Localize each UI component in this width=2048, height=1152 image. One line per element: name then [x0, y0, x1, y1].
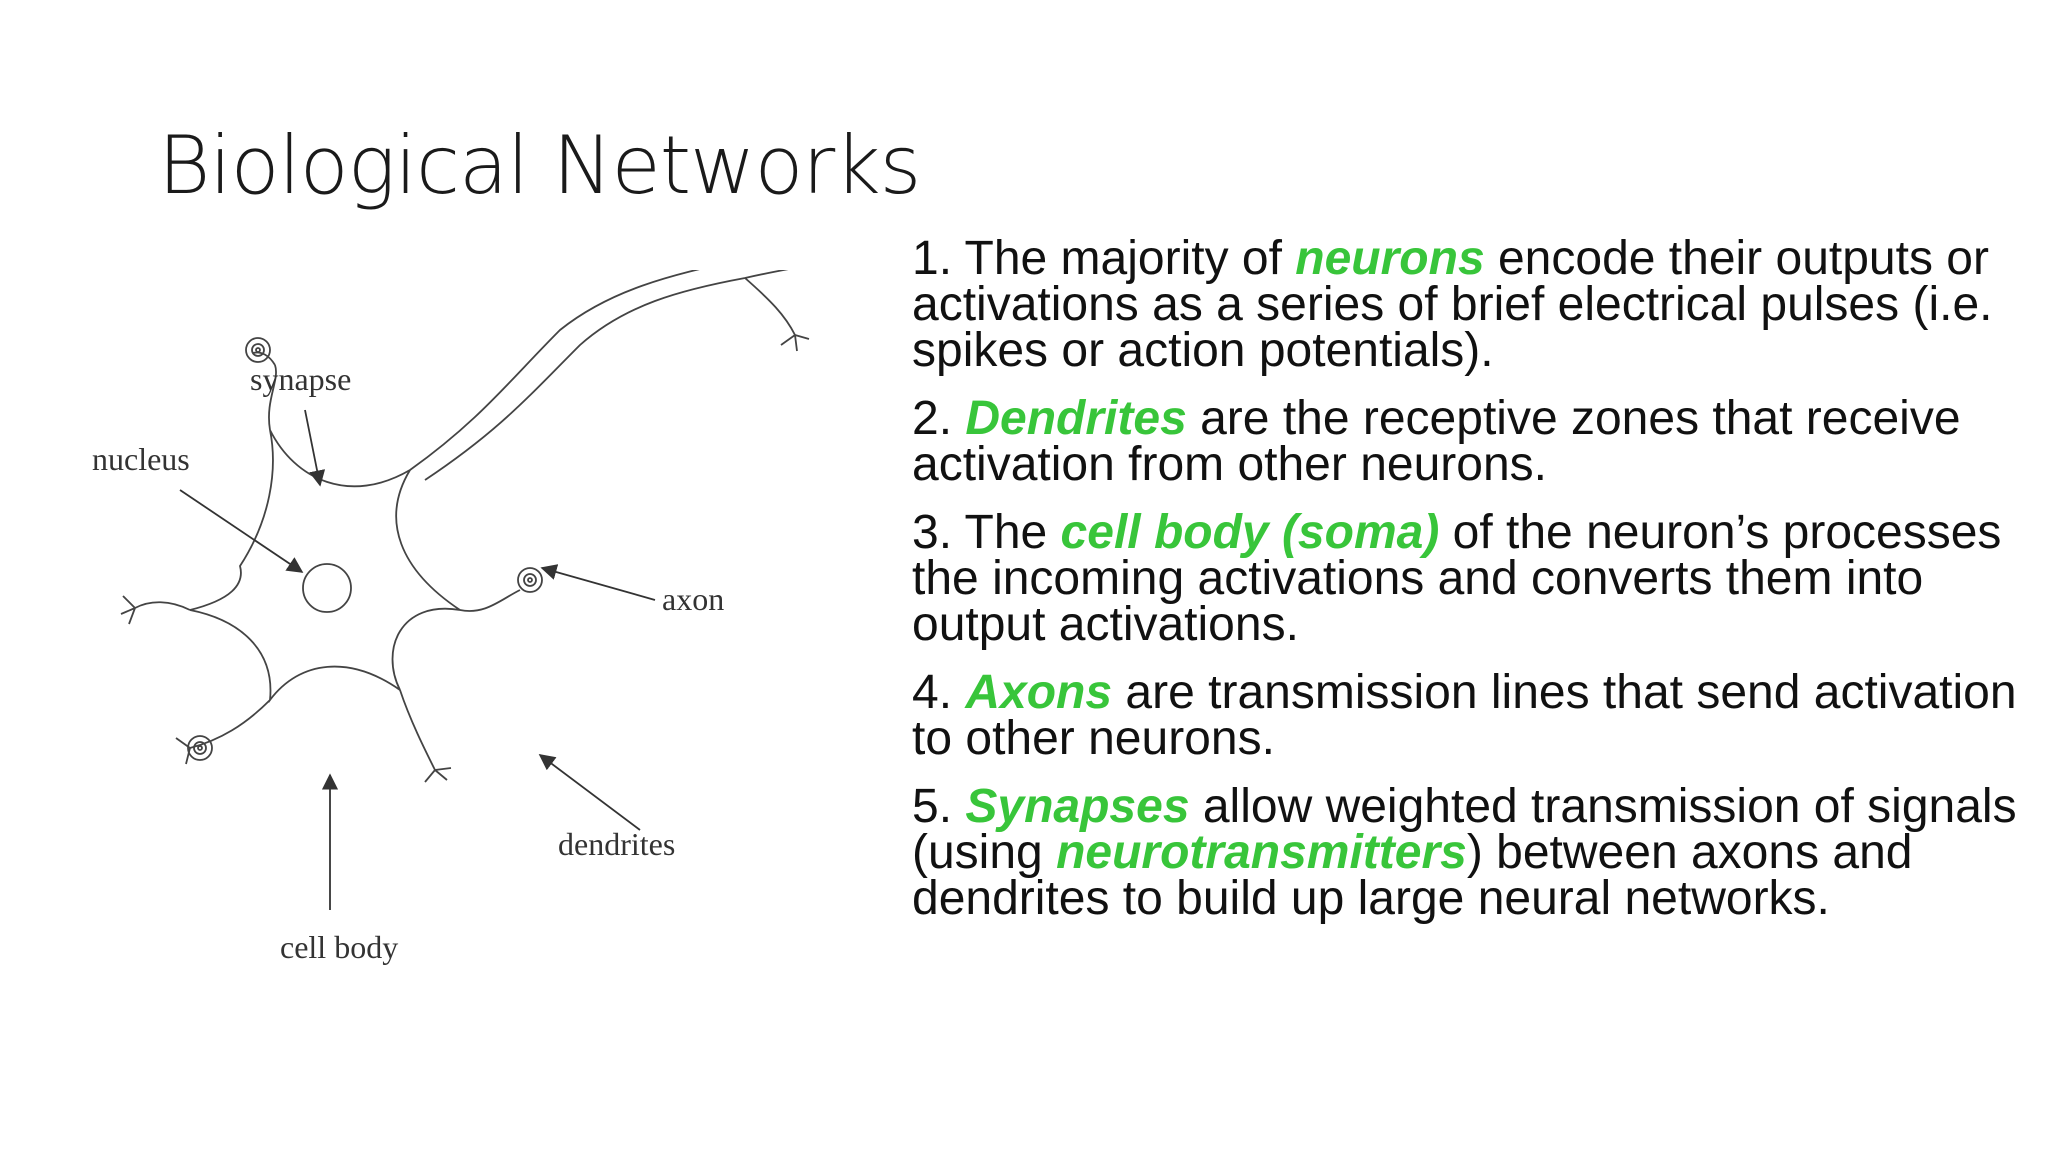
- highlight-term: cell body (soma): [1060, 506, 1440, 559]
- point-number: 5.: [912, 780, 966, 833]
- point-text: The majority of: [964, 232, 1296, 285]
- cell-body-label: cell body: [280, 929, 398, 965]
- highlight-term: Axons: [965, 666, 1113, 719]
- point-3: 3. The cell body (soma) of the neuron’s …: [912, 509, 2022, 649]
- axon-label: axon: [662, 581, 724, 617]
- neuron-illustration: synapse nucleus axon dendrites cell body: [92, 270, 810, 965]
- point-number: 3.: [912, 506, 965, 559]
- point-5: 5. Synapses allow weighted transmission …: [912, 783, 2022, 925]
- highlight-term: neurotransmitters: [1056, 826, 1467, 879]
- point-number: 2.: [912, 392, 966, 445]
- point-text: of the neuron’s processes the incoming a…: [912, 506, 2002, 651]
- dendrites-label: dendrites: [558, 826, 675, 862]
- slide-title: Biological Networks: [158, 119, 921, 212]
- point-text: are transmission lines that send activat…: [912, 666, 2017, 765]
- label-arrows: [179, 409, 656, 910]
- synapse-knobs: [187, 337, 543, 761]
- point-number: 4.: [912, 666, 966, 719]
- point-text: encode their outputs or activations as a…: [912, 232, 1993, 377]
- bullet-list: 1. The majority of neurons encode their …: [912, 235, 2022, 944]
- highlight-term: neurons: [1295, 232, 1485, 285]
- point-2: 2. Dendrites are the receptive zones tha…: [912, 395, 2022, 489]
- point-text: The: [964, 506, 1061, 559]
- point-1: 1. The majority of neurons encode their …: [912, 235, 2022, 375]
- point-number: 1.: [912, 232, 965, 285]
- highlight-term: Dendrites: [965, 392, 1187, 445]
- point-text: allow weighted transmission of signals (…: [912, 780, 2017, 879]
- neuron-diagram: synapse nucleus axon dendrites cell body: [80, 270, 900, 990]
- synapse-label: synapse: [250, 361, 351, 397]
- point-text: ) between axons and dendrites to build u…: [912, 826, 1913, 925]
- nucleus-label: nucleus: [92, 441, 190, 477]
- neuron-body: [120, 270, 810, 783]
- point-text: are the receptive zones that receive act…: [912, 392, 1961, 491]
- highlight-term: Synapses: [965, 780, 1190, 833]
- point-4: 4. Axons are transmission lines that sen…: [912, 669, 2022, 763]
